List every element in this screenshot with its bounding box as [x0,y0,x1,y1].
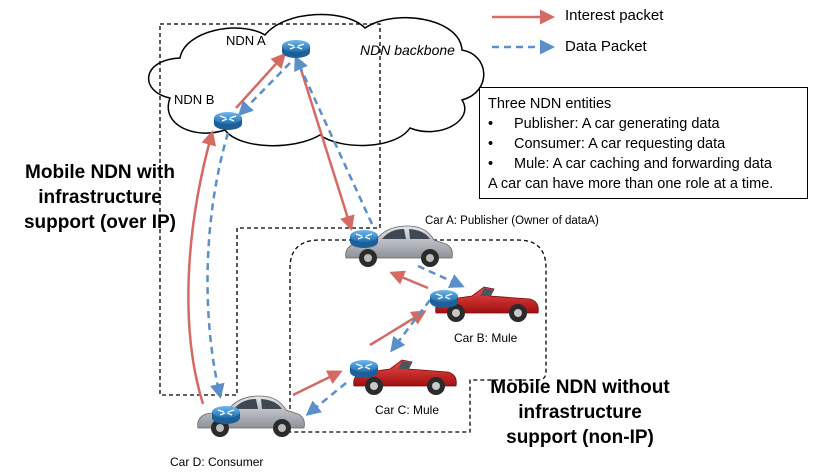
legend-interest-label: Interest packet [565,7,664,24]
car-d-router-icon [211,405,241,425]
interest-c-to-b [369,310,427,347]
router-ndn-b-icon [213,111,243,131]
info-item-publisher: •Publisher: A car generating data [488,116,720,132]
noinfra-region [289,239,547,433]
info-title: Three NDN entities [488,96,612,112]
car-a-router-icon [349,229,379,249]
infra-region [159,23,381,396]
car-b-label: Car B: Mule [454,331,518,345]
data-cara-to-a [294,55,374,225]
data-c-to-d [305,382,347,416]
interest-a-to-cara [296,59,355,231]
noinfra-region-title: Mobile NDN without infrastructure suppor… [490,377,670,448]
interest-d-to-c [292,370,343,397]
car-c-router-icon [349,359,379,379]
car-d-label: Car D: Consumer [170,455,263,469]
data-b-to-d [206,132,230,399]
backbone-cloud [147,13,485,147]
router-ndn-a-icon [281,39,311,59]
info-footer: A car can have more than one role at a t… [488,176,774,192]
car-b-router-icon [429,289,459,309]
interest-d-to-b [187,130,217,405]
interest-b-to-cara [389,270,429,290]
infra-region-title: Mobile NDN with infrastructure support (… [23,162,176,233]
interest-b-to-a [235,52,287,109]
car-a-label: Car A: Publisher (Owner of dataA) [425,215,599,227]
info-item-mule: •Mule: A car caching and forwarding data [488,156,772,172]
router-ndn-a-label: NDN A [226,33,266,48]
data-b-to-c [390,299,431,353]
legend-data-label: Data Packet [565,38,647,55]
backbone-label: NDN backbone [360,42,455,58]
info-item-consumer: •Consumer: A car requesting data [488,136,726,152]
data-cara-to-b [417,264,465,288]
entities-info-box: Three NDN entities •Publisher: A car gen… [479,87,808,199]
router-ndn-b-label: NDN B [174,92,214,107]
car-c-label: Car C: Mule [375,403,439,417]
